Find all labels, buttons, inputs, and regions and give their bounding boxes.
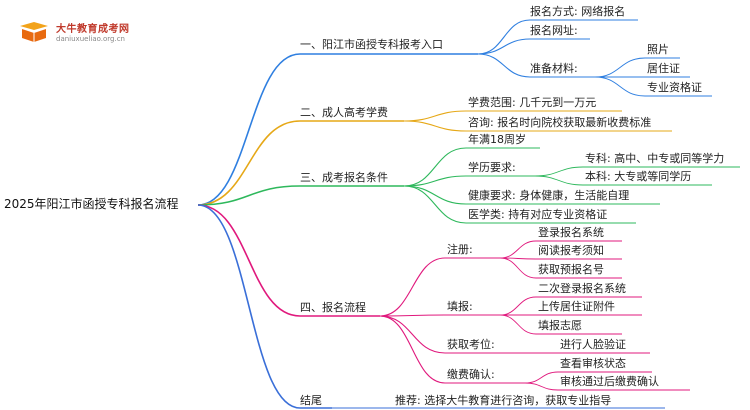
connector [403,110,467,122]
node-payment: 缴费确认: [447,368,495,381]
node-fill-wishes: 填报志愿 [538,319,582,332]
connector [379,314,446,317]
connector [499,257,537,279]
connector [197,120,301,206]
node-materials: 准备材料: [530,62,578,75]
node-register: 注册: [447,243,473,256]
node-edu-bachelor: 本科: 大专或等同学历 [585,170,692,183]
node-login-system: 登录报名系统 [538,226,604,239]
node-second-login: 二次登录报名系统 [538,282,626,295]
node-tuition-range: 学费范围: 几千元到一万元 [468,96,597,109]
node-health: 健康要求: 身体健康，生活能自理 [468,189,630,202]
section-ending: 结尾 [300,394,322,407]
connector [197,53,301,206]
node-read-notice: 阅读报考须知 [538,244,604,257]
section-entry: 一、阳江市函授专科报考入口 [300,38,443,51]
connector [477,19,531,55]
connector [379,315,446,354]
node-get-prereg-number: 获取预报名号 [538,263,604,276]
section-process: 四、报名流程 [300,301,366,314]
node-check-status: 查看审核状态 [560,357,626,370]
connector [197,185,301,206]
node-get-seat: 获取考位: [447,338,495,351]
brand-url: daniuxueliao.org.cn [56,35,125,43]
connector [477,38,531,55]
node-age: 年满18周岁 [468,133,526,146]
brand-name: 大牛教育成考网 [56,24,130,35]
connector [499,240,537,259]
section-conditions: 三、成考报名条件 [300,171,388,184]
node-face-verify: 进行人脸验证 [560,338,626,351]
node-fill-in: 填报: [447,300,473,313]
connector [594,57,646,78]
connector [197,204,301,409]
node-pay-confirm: 审核通过后缴费确认 [560,375,659,388]
connector [499,314,537,335]
connector [534,175,584,186]
node-apply-method: 报名方式: 网络报名 [530,5,626,18]
connector [379,315,446,384]
connector [403,147,467,187]
connector [403,120,467,132]
node-recommend: 推荐: 选择大牛教育进行咨询，获取专业指导 [395,394,612,407]
node-apply-url: 报名网址: [530,24,578,37]
connector [197,204,301,317]
connector [403,175,467,187]
node-medical: 医学类: 持有对应专业资格证 [468,208,608,221]
connector [594,76,646,97]
connector [403,185,467,205]
node-photo: 照片 [647,43,669,56]
connector [403,185,467,224]
section-tuition: 二、成人高考学费 [300,106,388,119]
node-edu-junior: 专科: 高中、中专或同等学力 [585,152,725,165]
connector [379,257,446,317]
book-logo-icon [20,22,48,42]
connector [499,296,537,316]
node-tuition-consult: 咨询: 报名时向院校获取最新收费标准 [468,116,652,129]
connector [534,166,584,177]
connector [477,53,531,78]
node-residence-permit: 居住证 [647,62,680,75]
connector [524,382,559,391]
node-upload-permit: 上传居住证附件 [538,300,615,313]
node-education: 学历要求: [468,161,516,174]
node-professional-cert: 专业资格证 [647,81,702,94]
root-topic: 2025年阳江市函授专科报名流程 [4,197,179,211]
connector [524,371,559,384]
